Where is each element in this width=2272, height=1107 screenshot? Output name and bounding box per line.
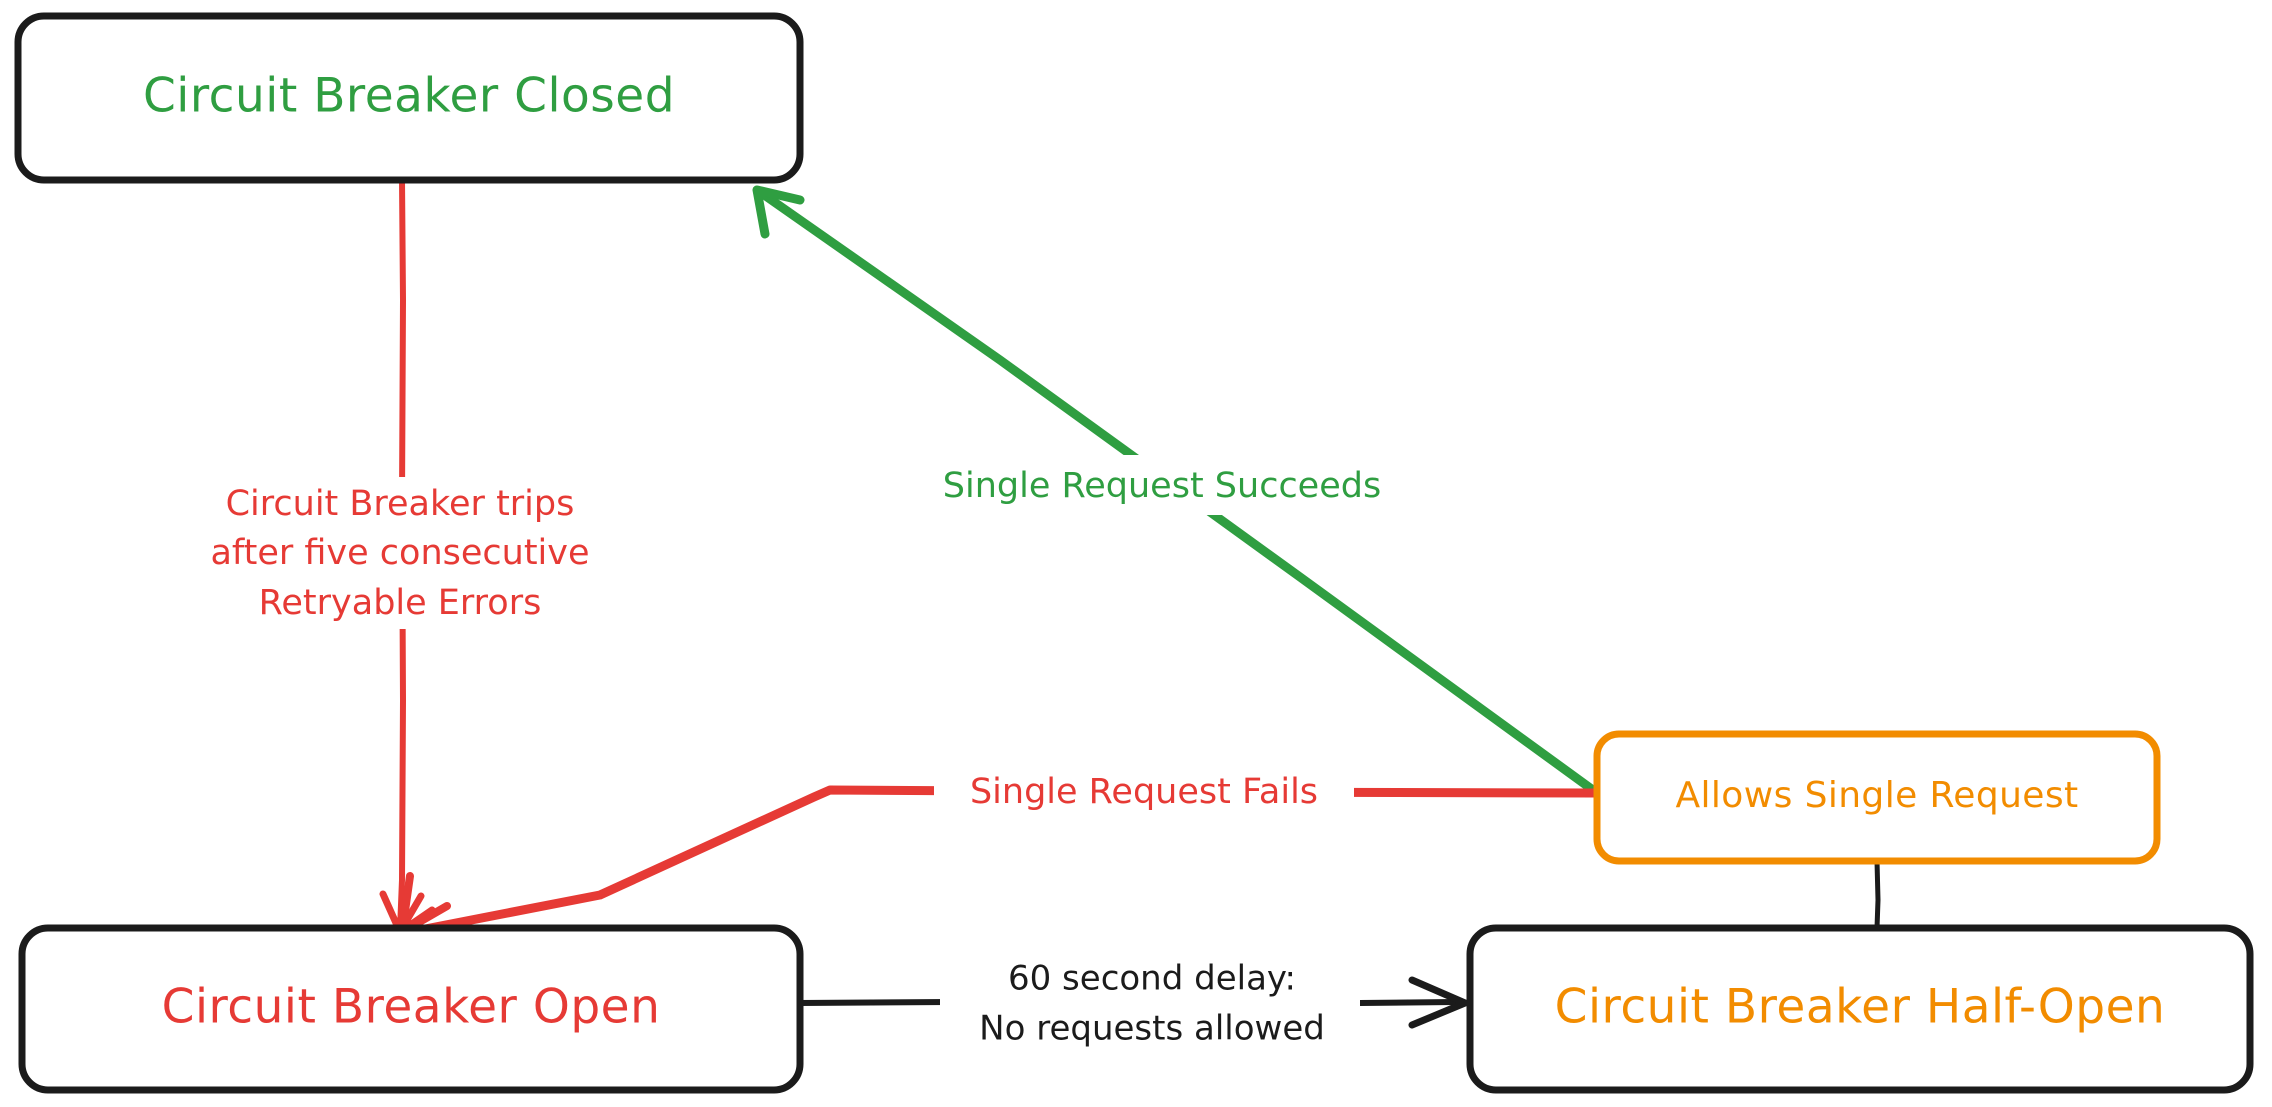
edge-label-open-to-half-open-bg: [940, 950, 1360, 1060]
node-circuit-breaker-closed[interactable]: Circuit Breaker Closed: [14, 12, 804, 184]
edge-label-closed-to-open-line-2: after five consecutive: [210, 533, 589, 573]
edge-half-open-to-allows: [1874, 858, 1881, 931]
edge-label-closed-to-open-line-3: Retryable Errors: [259, 583, 542, 623]
edge-label-open-to-half-open-line-1: 60 second delay:: [1008, 959, 1296, 999]
edge-label-allows-to-closed-text: Single Request Succeeds: [943, 466, 1381, 506]
edge-label-open-to-half-open-line-2: No requests allowed: [979, 1009, 1325, 1049]
node-circuit-breaker-open-label: Circuit Breaker Open: [162, 980, 661, 1035]
node-allows-single-request-label: Allows Single Request: [1675, 775, 2078, 816]
node-circuit-breaker-closed-shape[interactable]: [14, 12, 804, 184]
edge-open-to-half-open-arrowhead: [1408, 976, 1469, 1029]
node-circuit-breaker-open[interactable]: Circuit Breaker Open: [18, 924, 804, 1094]
edge-label-closed-to-open-bg: [172, 477, 630, 629]
edge-allows-to-closed-arrowhead: [752, 185, 805, 239]
node-circuit-breaker-half-open-shape[interactable]: [1466, 924, 2254, 1094]
edge-label-allows-to-open-text: Single Request Fails: [970, 772, 1318, 812]
edge-label-closed-to-open: Circuit Breaker trips after five consecu…: [172, 477, 630, 629]
node-circuit-breaker-half-open-label: Circuit Breaker Half-Open: [1555, 980, 2166, 1035]
node-circuit-breaker-half-open[interactable]: Circuit Breaker Half-Open: [1466, 924, 2254, 1094]
edge-label-allows-to-closed: Single Request Succeeds: [912, 455, 1412, 515]
node-circuit-breaker-open-shape[interactable]: [18, 924, 804, 1094]
edge-label-allows-to-open-bg: [934, 765, 1354, 821]
node-allows-single-request-shape[interactable]: [1593, 730, 2161, 865]
edge-label-closed-to-open-line-1: Circuit Breaker trips: [226, 484, 575, 524]
node-allows-single-request[interactable]: Allows Single Request: [1593, 730, 2161, 865]
edge-label-open-to-half-open: 60 second delay: No requests allowed: [940, 950, 1360, 1060]
edge-label-allows-to-closed-bg: [912, 455, 1412, 515]
node-circuit-breaker-closed-label: Circuit Breaker Closed: [143, 69, 675, 124]
edge-label-allows-to-open: Single Request Fails: [934, 765, 1354, 821]
edge-half-open-to-allows-path: [1874, 858, 1881, 931]
